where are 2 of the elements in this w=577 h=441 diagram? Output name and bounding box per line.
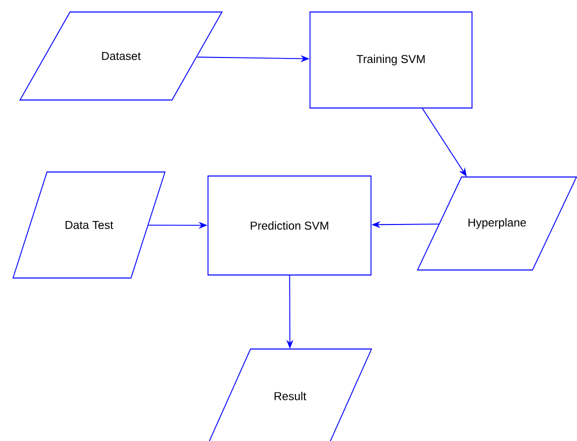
process-box: Training SVM (310, 12, 472, 108)
process-box: Prediction SVM (208, 176, 372, 276)
